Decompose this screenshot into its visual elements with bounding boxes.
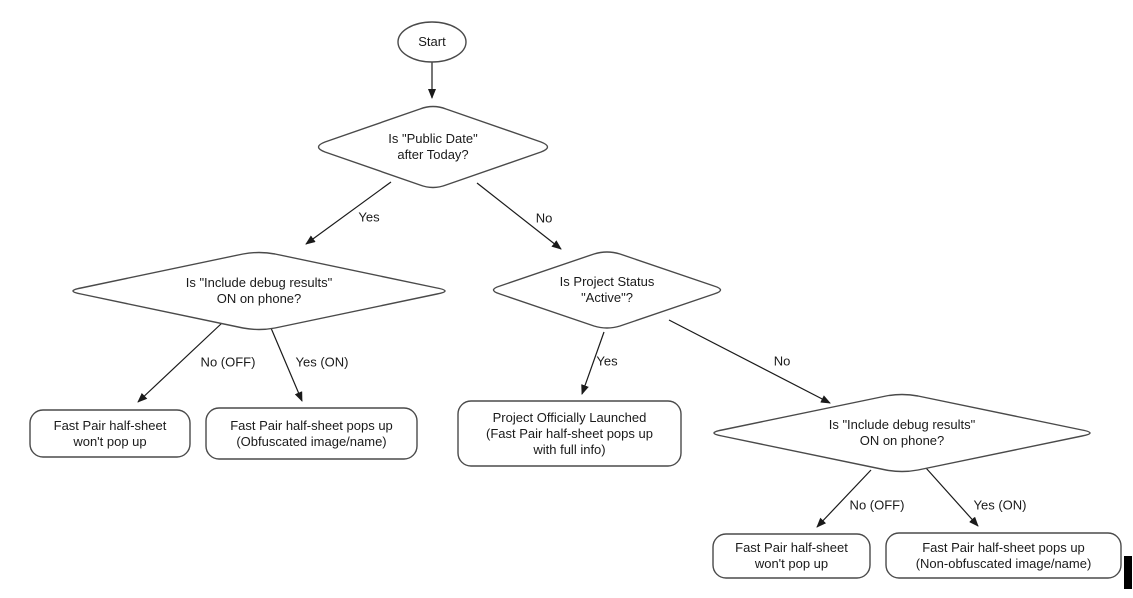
decision-debug-left-label: Is "Include debug results" ON on phone?	[185, 275, 333, 306]
start-node-shape	[397, 21, 467, 63]
edge-label-debug-right-no: No (OFF)	[849, 497, 905, 513]
edge-label-project-status-yes: Yes	[596, 353, 618, 369]
outcome-launched-shape	[457, 400, 682, 467]
decision-debug-left-shape	[72, 251, 446, 331]
edge-debug-right-no	[816, 469, 872, 528]
outcome-non-obfuscated-shape	[885, 532, 1122, 579]
outcome-no-popup-left-label: Fast Pair half-sheet won't pop up	[53, 417, 167, 449]
decision-public-date-shape	[317, 105, 549, 189]
outcome-launched-label: Project Officially Launched (Fast Pair h…	[486, 409, 653, 457]
edge-label-project-status-no: No	[773, 353, 791, 369]
outcome-obfuscated-shape	[205, 407, 418, 460]
start-node-label: Start	[418, 34, 446, 49]
outcome-no-popup-left-shape	[29, 409, 191, 458]
edge-label-debug-left-no: No (OFF)	[200, 354, 256, 370]
decision-public-date-label: Is "Public Date" after Today?	[388, 131, 478, 162]
decision-project-status-shape	[492, 251, 722, 329]
edge-label-public-date-no: No	[535, 210, 553, 226]
edge-project-status-no	[668, 319, 831, 404]
edge-label-debug-left-yes: Yes (ON)	[295, 354, 349, 370]
edge-label-public-date-yes: Yes	[358, 209, 380, 225]
edge-public-date-yes	[305, 181, 392, 245]
edge-debug-right-yes	[925, 467, 979, 527]
edge-project-status-yes	[581, 331, 605, 395]
decision-project-status-label: Is Project Status "Active"?	[559, 274, 655, 305]
decision-debug-right-shape	[713, 393, 1091, 473]
edge-label-debug-right-yes: Yes (ON)	[973, 497, 1027, 513]
text-cursor-artifact	[1124, 556, 1132, 589]
decision-debug-right-label: Is "Include debug results" ON on phone?	[828, 417, 976, 448]
outcome-no-popup-right-shape	[712, 533, 871, 579]
edge-public-date-no	[476, 182, 562, 250]
outcome-obfuscated-label: Fast Pair half-sheet pops up (Obfuscated…	[230, 417, 393, 449]
outcome-no-popup-right-label: Fast Pair half-sheet won't pop up	[735, 540, 848, 571]
outcome-non-obfuscated-label: Fast Pair half-sheet pops up (Non-obfusc…	[915, 539, 1092, 571]
edge-debug-left-no	[137, 322, 223, 403]
edge-debug-left-yes	[270, 327, 303, 402]
